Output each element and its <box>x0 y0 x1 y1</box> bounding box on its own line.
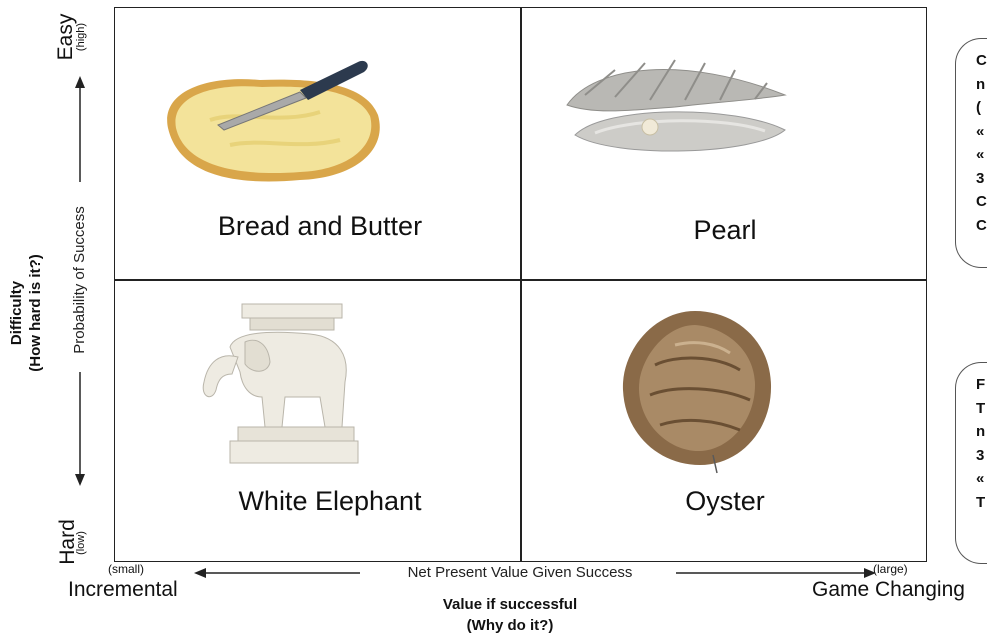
y-axis-bottom-sublabel: (low) <box>74 523 88 563</box>
vertical-divider <box>520 7 522 562</box>
side-note-2-line: T <box>976 397 987 421</box>
side-note-1-line: C <box>976 49 987 73</box>
side-note-1-line: C <box>976 214 987 238</box>
horizontal-divider <box>114 279 927 281</box>
side-note-1-line: « <box>976 143 987 167</box>
x-axis-label: Net Present Value Given Success <box>360 564 680 581</box>
y-axis-top-sublabel: (high) <box>74 12 88 62</box>
bread-and-butter-image <box>150 50 400 200</box>
side-note-1-line: « <box>976 120 987 144</box>
side-note-2-line: « <box>976 467 987 491</box>
side-note-box-1: C n ( « « 3 C C <box>955 38 987 268</box>
x-axis-left-label: Incremental <box>68 578 178 602</box>
side-note-2-line: 3 <box>976 444 987 468</box>
oyster-image <box>615 305 775 475</box>
y-axis-title: Difficulty <box>8 243 26 383</box>
side-note-1-line: n <box>976 73 987 97</box>
x-axis-title: Value if successful <box>380 596 640 613</box>
side-note-1-line: C <box>976 190 987 214</box>
x-axis-right-label: Game Changing <box>812 578 965 602</box>
side-note-1-line: 3 <box>976 167 987 191</box>
pearl-image <box>555 55 800 165</box>
quadrant-label-white-elephant: White Elephant <box>160 486 500 517</box>
quadrant-label-pearl: Pearl <box>555 215 895 246</box>
side-note-1-line: ( <box>976 96 987 120</box>
side-note-2-line: F <box>976 373 987 397</box>
x-axis-left-sublabel: (small) <box>108 562 144 576</box>
x-axis-right-sublabel: (large) <box>873 562 908 576</box>
y-axis-subtitle: (How hard is it?) <box>27 238 45 388</box>
quadrant-label-oyster: Oyster <box>555 486 895 517</box>
side-note-2-line: T <box>976 491 987 515</box>
quadrant-label-bread-and-butter: Bread and Butter <box>150 211 490 242</box>
side-note-2-line: n <box>976 420 987 444</box>
side-note-box-2: F T n 3 « T <box>955 362 987 564</box>
white-elephant-image <box>190 302 360 470</box>
y-axis-label: Probability of Success <box>70 185 90 375</box>
x-axis-subtitle: (Why do it?) <box>380 617 640 634</box>
